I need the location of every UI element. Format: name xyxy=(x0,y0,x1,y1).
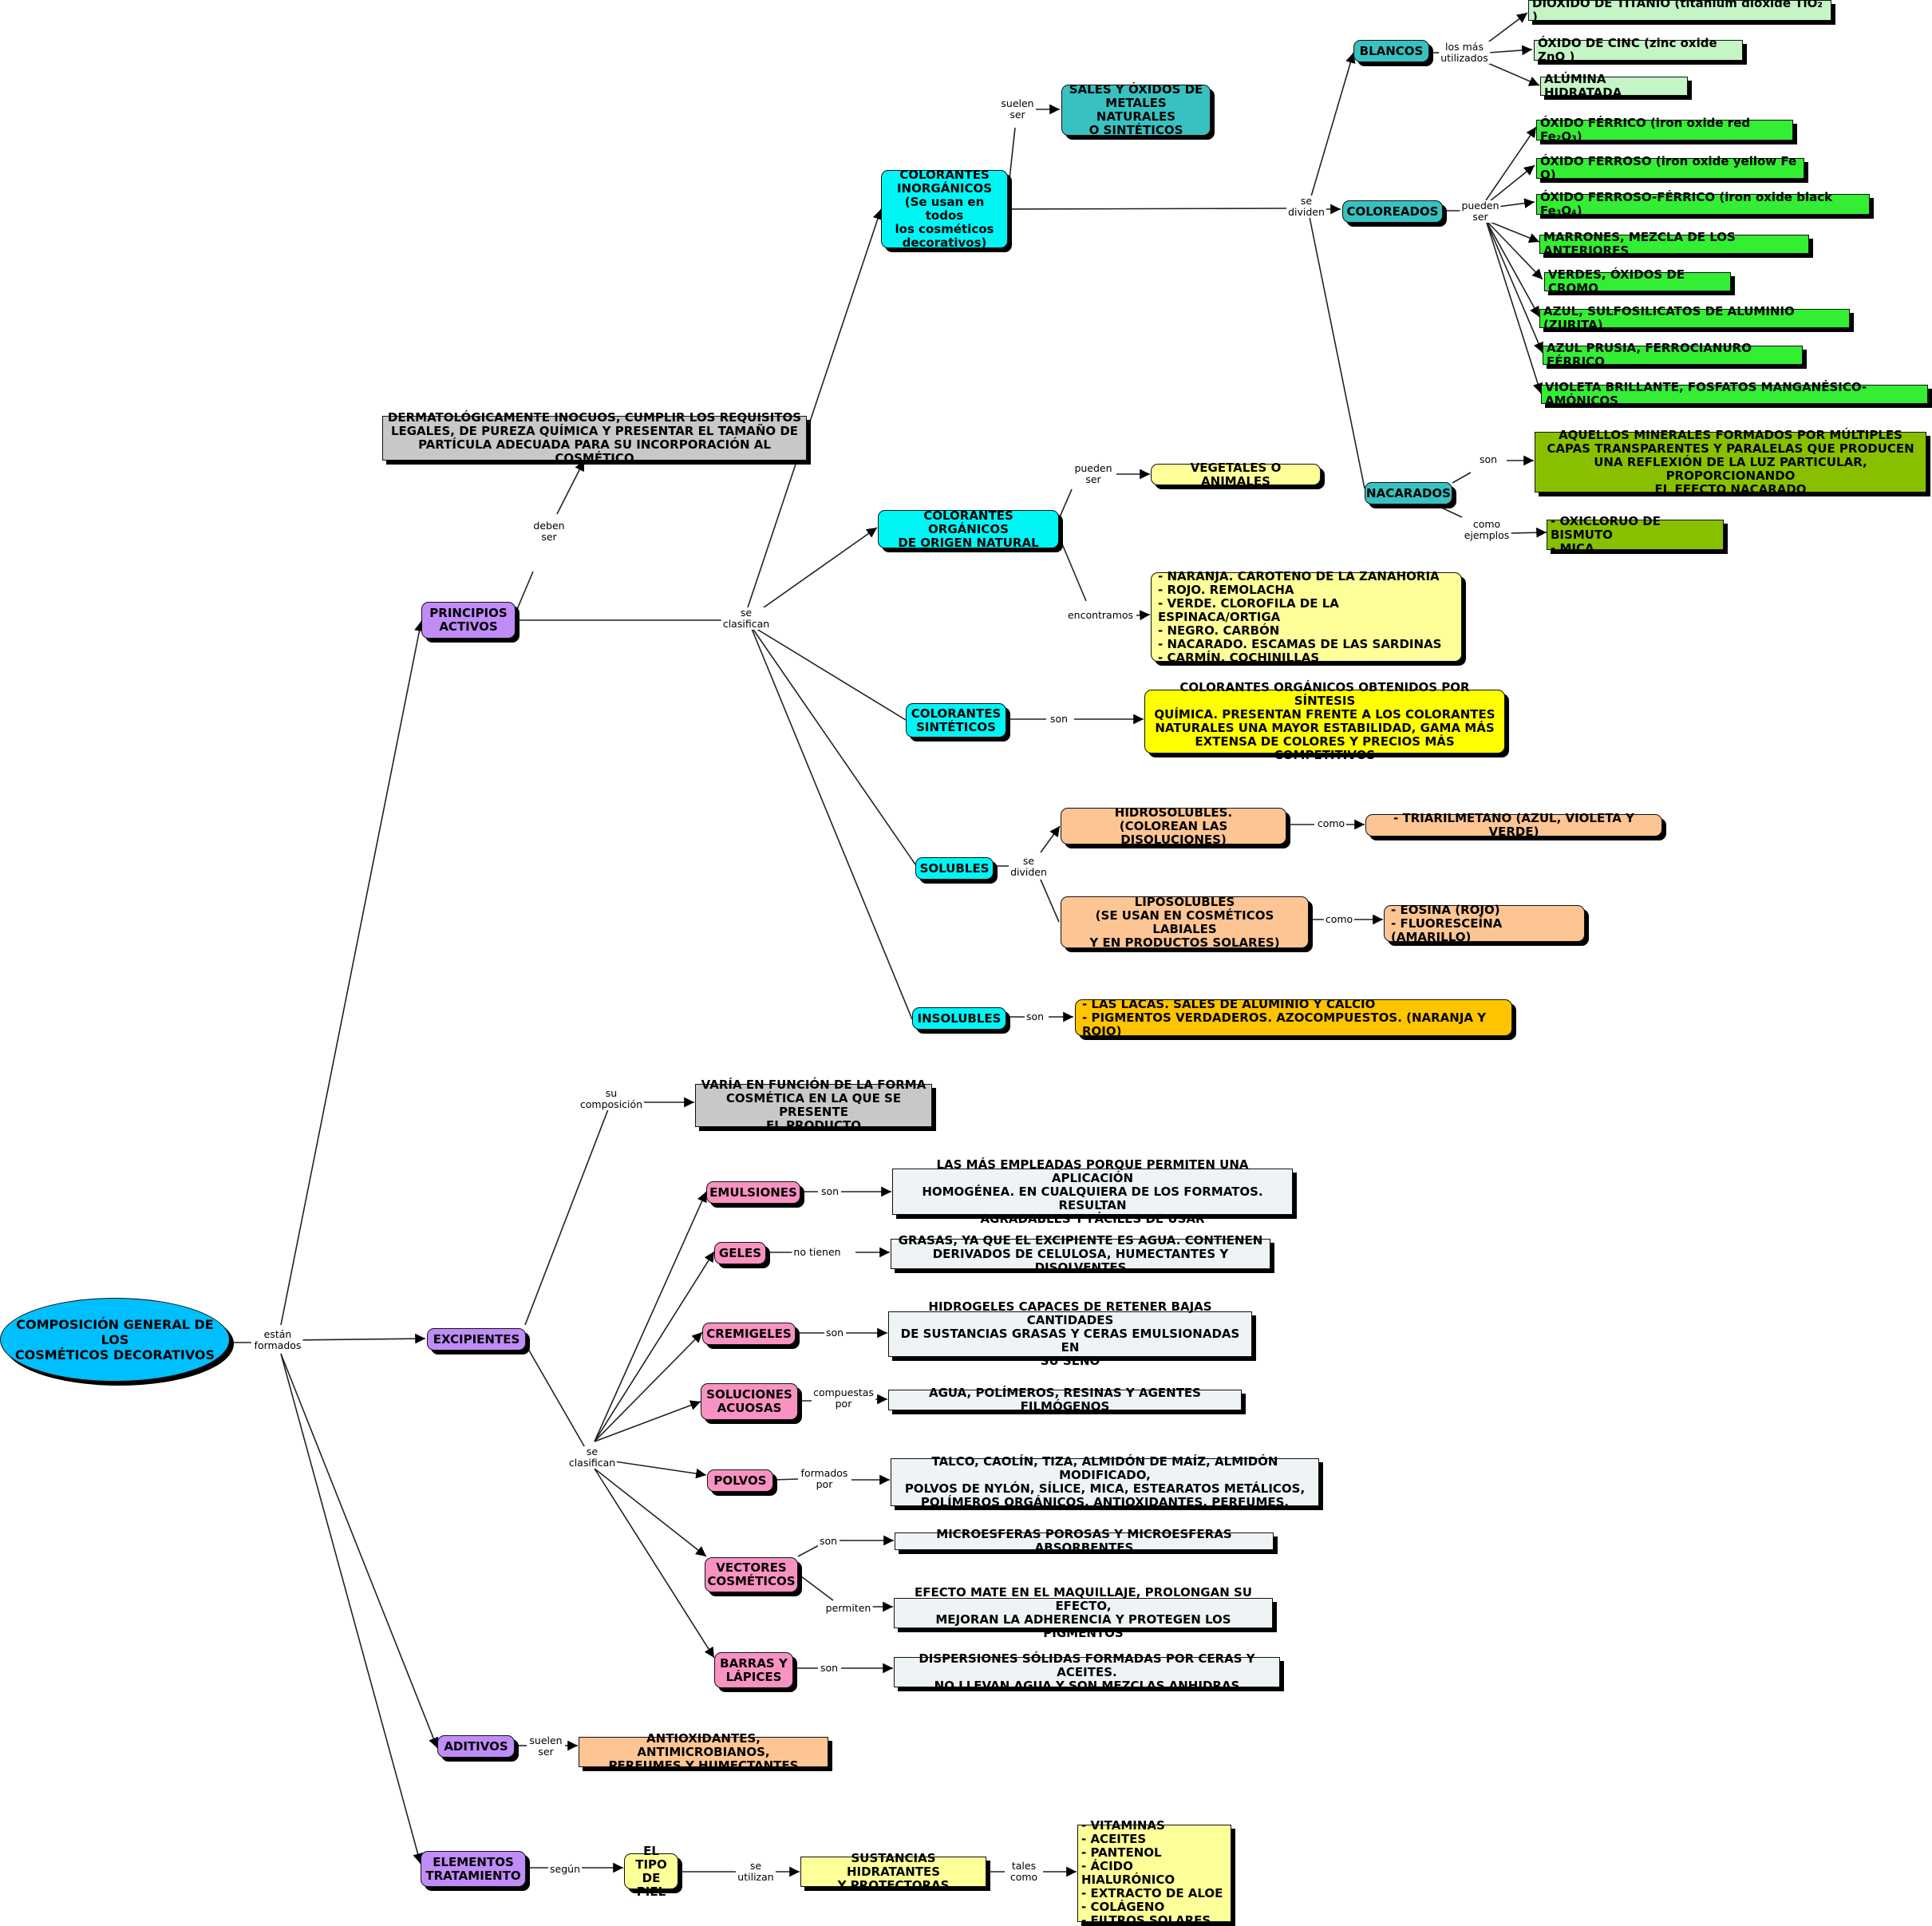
excipientes-node: EXCIPIENTES xyxy=(427,1328,526,1351)
link-label-tales-como: tales como xyxy=(1008,1860,1040,1883)
link-label-su-composicion: su composición xyxy=(578,1087,645,1110)
verdes-item: VERDES, ÓXIDOS DE CROMO xyxy=(1544,268,1731,295)
root-topic: COMPOSICIÓN GENERAL DE LOS COSMÉTICOS DE… xyxy=(0,1298,230,1382)
oxicloruro-item: - OXICLORUO DE BISMUTO - MICA xyxy=(1547,514,1724,555)
link-label-suelen-inorg: suelen ser xyxy=(999,97,1036,121)
colorantes-organicos-node: COLORANTES ORGÁNICOS DE ORIGEN NATURAL xyxy=(878,508,1059,549)
oxido-ferroso-item: ÓXIDO FERROSO (iron oxide yellow Fe O) xyxy=(1536,155,1804,182)
sinteticos-description-node: COLORANTES ORGÁNICOS OBTENIDOS POR SÍNTE… xyxy=(1144,681,1505,762)
vitaminas-list: - VITAMINAS - ACEITES - PANTENOL - ÁCIDO… xyxy=(1077,1819,1231,1926)
insolubles-node: INSOLUBLES xyxy=(912,1007,1006,1030)
polvos-node: POLVOS xyxy=(707,1469,773,1492)
marrones-item: MARRONES, MEZCLA DE LOS ANTERIORES xyxy=(1539,231,1809,258)
geles-node: GELES xyxy=(714,1242,766,1264)
alumina-item: ALÚMINA HIDRATADA xyxy=(1540,73,1688,100)
lacas-node: - LAS LACAS. SALES DE ALUMINIO Y CALCIO … xyxy=(1075,997,1512,1038)
principios-activos-node: PRINCIPIOS ACTIVOS xyxy=(421,602,516,639)
link-label-son-nacarados: son xyxy=(1477,453,1499,465)
barras-description: DISPERSIONES SÓLIDAS FORMADAS POR CERAS … xyxy=(894,1651,1280,1692)
nacarado-definition-node: AQUELLOS MINERALES FORMADOS POR MÚLTIPLE… xyxy=(1535,428,1926,496)
blancos-node: BLANCOS xyxy=(1353,40,1429,62)
elementos-tratamiento-node: ELEMENTOS TRATAMIENTO xyxy=(421,1851,526,1887)
efecto-mate-description: EFECTO MATE EN EL MAQUILLAJE, PROLONGAN … xyxy=(894,1586,1273,1640)
colorantes-sinteticos-node: COLORANTES SINTÉTICOS xyxy=(906,703,1006,738)
barras-lapices-node: BARRAS Y LÁPICES xyxy=(714,1652,793,1688)
soluciones-description: AGUA, POLÍMEROS, RESINAS Y AGENTES FILMÓ… xyxy=(888,1386,1242,1414)
link-label-no-tienen: no tienen xyxy=(792,1246,843,1258)
geles-description: GRASAS, YA QUE EL EXCIPIENTE ES AGUA. CO… xyxy=(891,1233,1270,1274)
triarilmetano-node: - TRIARILMETANO (AZUL, VIOLETA Y VERDE) xyxy=(1365,812,1662,839)
link-label-son-vectores: son xyxy=(817,1535,840,1547)
link-label-son-cremigeles: son xyxy=(824,1327,846,1339)
link-label-los-mas: los más utilizados xyxy=(1439,41,1490,64)
vegetales-animales-node: VEGETALES O ANIMALES xyxy=(1151,461,1321,488)
link-label-como-lipo: como xyxy=(1323,913,1355,925)
link-label-son-sinteticos: son xyxy=(1048,713,1070,725)
dioxido-titanio-item: DIÓXIDO DE TITANIO (titanium dióxide TiO… xyxy=(1528,0,1831,24)
link-label-se-dividen-inorg: se dividen xyxy=(1286,195,1326,218)
link-label-pueden-org: pueden ser xyxy=(1073,462,1114,485)
sustancias-node: SUSTANCIAS HIDRATANTES Y PROTECTORAS xyxy=(800,1851,986,1892)
link-label-pueden-color: pueden ser xyxy=(1460,200,1501,223)
azul-prusia-item: AZUL PRUSIA, FERROCIANURO FÉRRICO xyxy=(1543,342,1803,369)
violeta-item: VIOLETA BRILLANTE, FOSFATOS MANGANÉSICO-… xyxy=(1541,381,1928,408)
polvos-description: TALCO, CAOLÍN, TIZA, ALMIDÓN DE MAÍZ, AL… xyxy=(891,1455,1319,1509)
cremigeles-node: CREMIGELES xyxy=(702,1323,796,1345)
dermatologicamente-node: DERMATOLÓGICAMENTE INOCUOS, CUMPLIR LOS … xyxy=(382,411,807,465)
liposolubles-node: LIPOSOLUBLES (SE USAN EN COSMÉTICOS LABI… xyxy=(1061,895,1309,949)
link-label-se-clasifican-excip: se clasifican xyxy=(567,1445,618,1469)
oxido-ferrico-item: ÓXIDO FÉRRICO (iron oxide red Fe₂O₃) xyxy=(1536,117,1793,144)
sales-oxidos-node: SALES Y ÓXIDOS DE METALES NATURALES O SI… xyxy=(1061,83,1211,137)
hidrosolubles-node: HIDROSOLUBLES. (COLOREAN LAS DISOLUCIONE… xyxy=(1061,805,1286,846)
link-label-permiten: permiten xyxy=(824,1602,873,1614)
link-label-como-ejemplos: como ejemplos xyxy=(1462,518,1511,541)
colorantes-inorganicos-node: COLORANTES INORGÁNICOS (Se usan en todos… xyxy=(881,168,1008,250)
link-label-compuestas: compuestas por xyxy=(812,1386,875,1410)
link-label-son-insolubles: son xyxy=(1024,1010,1046,1022)
emulsiones-node: EMULSIONES xyxy=(706,1181,800,1204)
link-label-encontramos: encontramos xyxy=(1065,609,1136,621)
cremigeles-description: HIDROGELES CAPACES DE RETENER BAJAS CANT… xyxy=(888,1300,1252,1368)
link-label-se-dividen-sol: se dividen xyxy=(1009,855,1049,878)
natural-sources-list: - NARANJA. CAROTENO DE LA ZANAHORIA - RO… xyxy=(1151,569,1462,664)
link-label-se-utilizan: se utilizan xyxy=(736,1860,776,1883)
soluciones-acuosas-node: SOLUCIONES ACUOSAS xyxy=(701,1383,798,1420)
oxido-ferroso-ferrico-item: ÓXIDO FERROSO-FÉRRICO (iron oxide black … xyxy=(1536,191,1870,218)
link-label-suelen-aditivos: suelen ser xyxy=(527,1734,564,1758)
tipo-piel-node: EL TIPO DE PIEL xyxy=(624,1844,678,1898)
oxido-cinc-item: ÓXIDO DE CINC (zinc oxide ZnO ) xyxy=(1534,37,1743,64)
link-label-son-emulsiones: son xyxy=(819,1185,841,1197)
link-label-segun: según xyxy=(548,1863,582,1875)
azul-zurita-item: AZUL, SULFOSILICATOS DE ALUMINIO (ZURITA… xyxy=(1539,305,1850,332)
link-label-son-barras: son xyxy=(818,1662,840,1674)
antioxidantes-node: ANTIOXIDANTES, ANTIMICROBIANOS, PERFUMES… xyxy=(579,1731,828,1772)
coloreados-node: COLOREADOS xyxy=(1342,200,1443,223)
aditivos-node: ADITIVOS xyxy=(437,1735,515,1758)
link-label-se-clasifican: se clasifican xyxy=(721,607,772,630)
eosina-node: - EOSINA (ROJO) - FLUORESCEÍNA (AMARILLO… xyxy=(1384,903,1585,943)
vectores-cosmeticos-node: VECTORES COSMÉTICOS xyxy=(705,1557,798,1592)
link-label-como-hidro: como xyxy=(1315,817,1347,829)
microesferas-description: MICROESFERAS POROSAS Y MICROESFERAS ABSO… xyxy=(895,1528,1274,1555)
link-label-formados: formados por xyxy=(799,1467,850,1490)
link-label-deben: deben ser xyxy=(531,520,567,543)
nacarados-node: NACARADOS xyxy=(1365,482,1452,504)
link-label-estan: están formados xyxy=(252,1328,303,1351)
solubles-node: SOLUBLES xyxy=(915,857,994,880)
varia-node: VARÍA EN FUNCIÓN DE LA FORMA COSMÉTICA E… xyxy=(695,1078,932,1133)
emulsiones-description: LAS MÁS EMPLEADAS PORQUE PERMITEN UNA AP… xyxy=(892,1157,1293,1225)
